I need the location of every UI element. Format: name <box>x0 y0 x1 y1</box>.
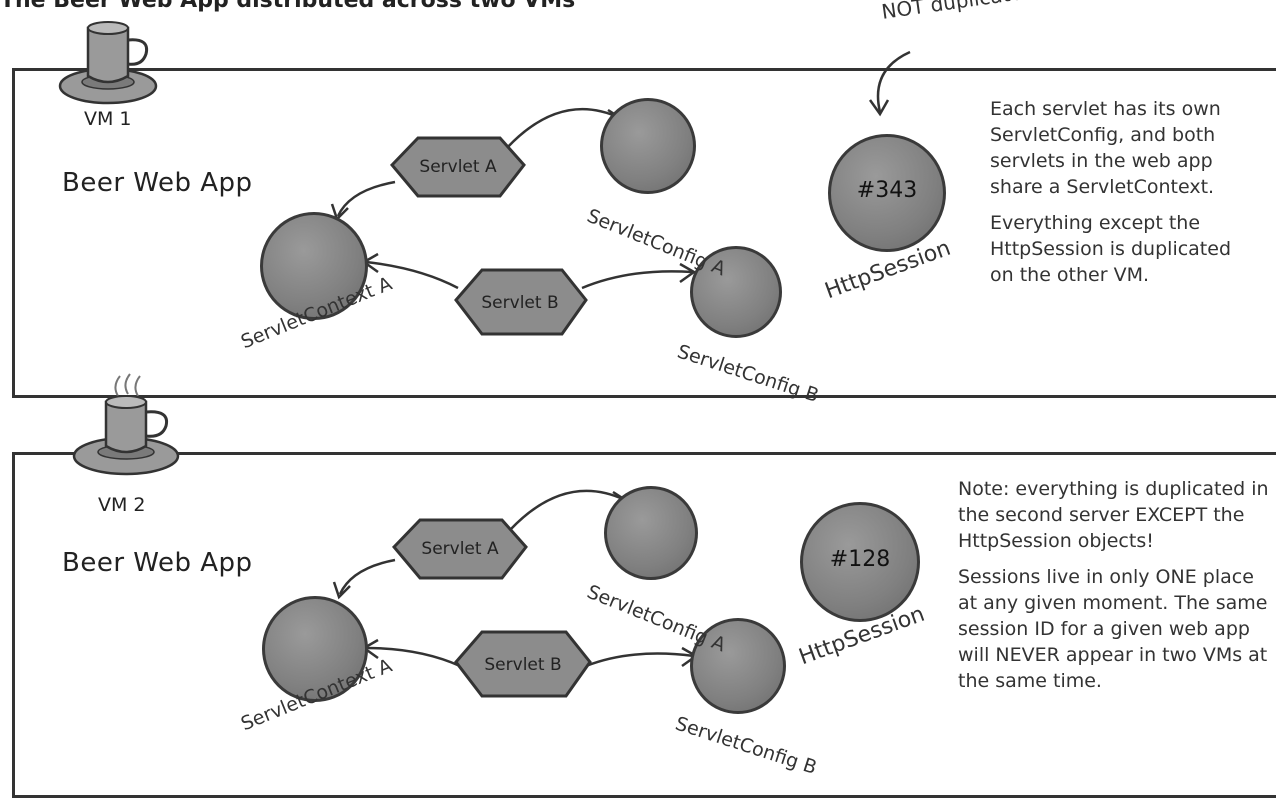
page-title: The Beer Web App distributed across two … <box>0 0 576 13</box>
servlet-b-hexagon <box>454 268 588 336</box>
servlet-config-a-circle <box>604 486 698 580</box>
servlet-config-b-circle <box>690 246 782 338</box>
vm1-label: VM 1 <box>84 108 132 130</box>
servlet-a-label: Servlet A <box>421 539 499 559</box>
vm1-panel <box>12 68 1276 398</box>
session-id: #128 <box>829 547 891 572</box>
coffee-cup-icon <box>72 373 180 476</box>
vm2-note-2: Sessions live in only ONE place at any g… <box>958 566 1268 692</box>
vm1-note-1: Each servlet has its own ServletConfig, … <box>990 98 1221 198</box>
callout-arrow <box>868 50 911 117</box>
http-session-circle <box>800 502 920 622</box>
vm2-notes: Note: everything is duplicated in the se… <box>958 476 1270 704</box>
servlet-config-b-circle <box>690 618 786 714</box>
vm1-diagram: Servlet A Servlet B <box>330 107 697 336</box>
vm1-app-label: Beer Web App <box>62 168 253 198</box>
servlet-a-label: Servlet A <box>419 157 497 177</box>
vm1-note-2: Everything except the HttpSession is dup… <box>990 212 1232 286</box>
servlet-b-hexagon <box>454 630 592 698</box>
vm2-note-1: Note: everything is duplicated in the se… <box>958 478 1269 552</box>
vm1-notes: Each servlet has its own ServletConfig, … <box>990 96 1260 298</box>
servlet-a-hexagon <box>391 518 528 580</box>
coffee-cup-icon <box>58 21 158 105</box>
servlet-config-a-circle <box>600 98 696 194</box>
vm2-app-label: Beer Web App <box>62 548 253 578</box>
session-id: #343 <box>856 178 918 203</box>
servlet-b-label: Servlet B <box>484 655 561 675</box>
servlet-b-label: Servlet B <box>481 293 558 313</box>
vm2-label: VM 2 <box>98 494 146 516</box>
servlet-a-hexagon <box>389 136 526 198</box>
http-session-circle <box>828 134 946 252</box>
servlet-context-circle <box>260 212 368 320</box>
vm2-diagram: Servlet A Servlet B <box>332 489 699 698</box>
coffee-cup-icons <box>58 21 180 476</box>
servlet-context-circle <box>262 596 368 702</box>
